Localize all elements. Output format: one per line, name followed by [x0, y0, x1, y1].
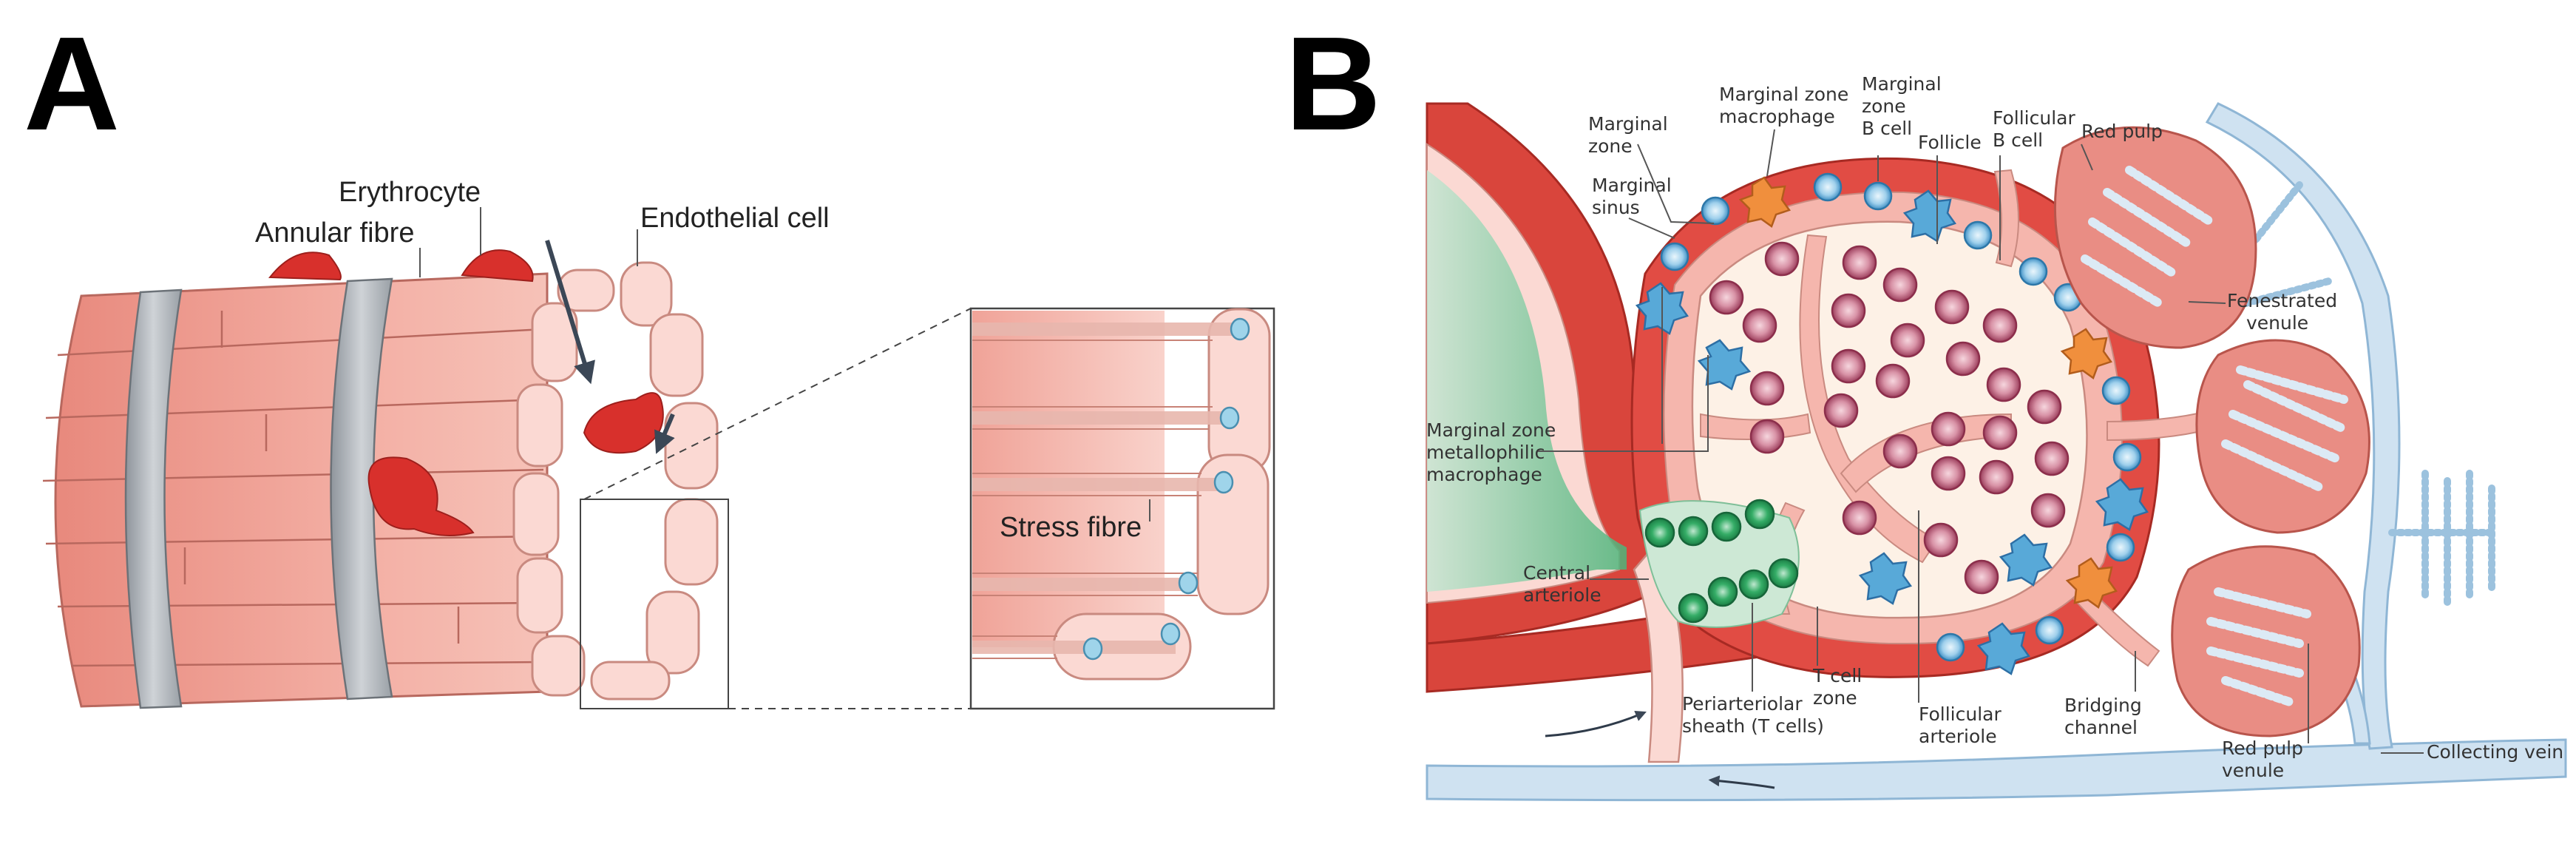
label-marginal-zone: Marginal zone [1588, 113, 1674, 157]
marginal-zone-b-cells [1660, 172, 2142, 662]
label-central-arteriole: Central arteriole [1523, 562, 1601, 606]
orange-macrophages [1738, 176, 2118, 609]
label-pals: Periarteriolar sheath (T cells) [1682, 693, 1824, 737]
label-collecting-vein: Collecting vein [2427, 741, 2563, 763]
label-marginal-zone-b-cell: Marginal zone B cell [1862, 73, 1948, 139]
flow-arrow-lower [1708, 775, 1775, 789]
label-marginal-sinus: Marginal sinus [1592, 175, 1678, 218]
blood-vessel-wall [42, 240, 729, 709]
inset-fibre-edges [972, 340, 1213, 659]
panel-b-labels: Marginal zone Marginal zone macrophage M… [1426, 73, 2563, 781]
label-erythrocyte: Erythrocyte [339, 177, 481, 208]
label-follicular-b-cell: Follicular B cell [1993, 107, 2081, 151]
central-arteriole-vessel [1426, 102, 1925, 763]
smooth-muscle-cylinder [54, 272, 549, 708]
label-follicular-arteriole: Follicular arteriole [1919, 703, 2007, 747]
label-endothelial-cell: Endothelial cell [640, 203, 830, 234]
annular-fibre-band-2 [330, 277, 393, 700]
red-pulp-sinusoids [2081, 166, 2348, 707]
white-pulp [1630, 157, 2211, 678]
follicular-b-cells [1709, 241, 2070, 595]
stress-fibres [972, 323, 1242, 654]
zoom-connectors [583, 308, 972, 709]
panel-a-labels: Erythrocyte Annular fibre Endothelial ce… [255, 177, 1142, 543]
pals-green [1427, 170, 1627, 592]
label-bridging-channel: Bridging channel [2064, 695, 2148, 738]
label-stress-fibre: Stress fibre [1000, 512, 1142, 543]
annular-fibre-band-1 [124, 288, 183, 709]
t-cells [1644, 499, 1799, 624]
venule-tree [2214, 181, 2499, 610]
panel-b-leaders [1538, 129, 2424, 754]
panel-b-letter: B [1285, 10, 1381, 158]
inset-nuclei [1082, 317, 1250, 661]
panel-a-letter: A [24, 10, 120, 158]
label-red-pulp: Red pulp [2081, 121, 2163, 142]
stress-fibre-inset [969, 307, 1275, 710]
flow-arrows [545, 240, 675, 454]
flow-arrow-upper [1545, 710, 1647, 737]
collecting-vein [1426, 738, 2567, 802]
collecting-vein-branch [2205, 102, 2401, 750]
label-red-pulp-venule: Red pulp venule [2222, 737, 2309, 781]
erythrocytes [268, 249, 664, 536]
label-t-cell-zone: T cell zone [1812, 665, 1868, 709]
label-follicle: Follicle [1918, 132, 1982, 153]
inset-endothelial-cells [1052, 308, 1271, 681]
label-annular-fibre: Annular fibre [255, 217, 414, 249]
label-metallophilic-macrophage: Marginal zone metallophilic macrophage [1426, 419, 1562, 485]
panel-a: A [24, 10, 1275, 710]
panel-b: B [1285, 10, 2567, 802]
label-fenestrated-venule: Fenestrated venule [2227, 290, 2343, 334]
label-marginal-zone-macrophage: Marginal zone macrophage [1719, 84, 1854, 127]
zoom-region-box [580, 499, 729, 709]
